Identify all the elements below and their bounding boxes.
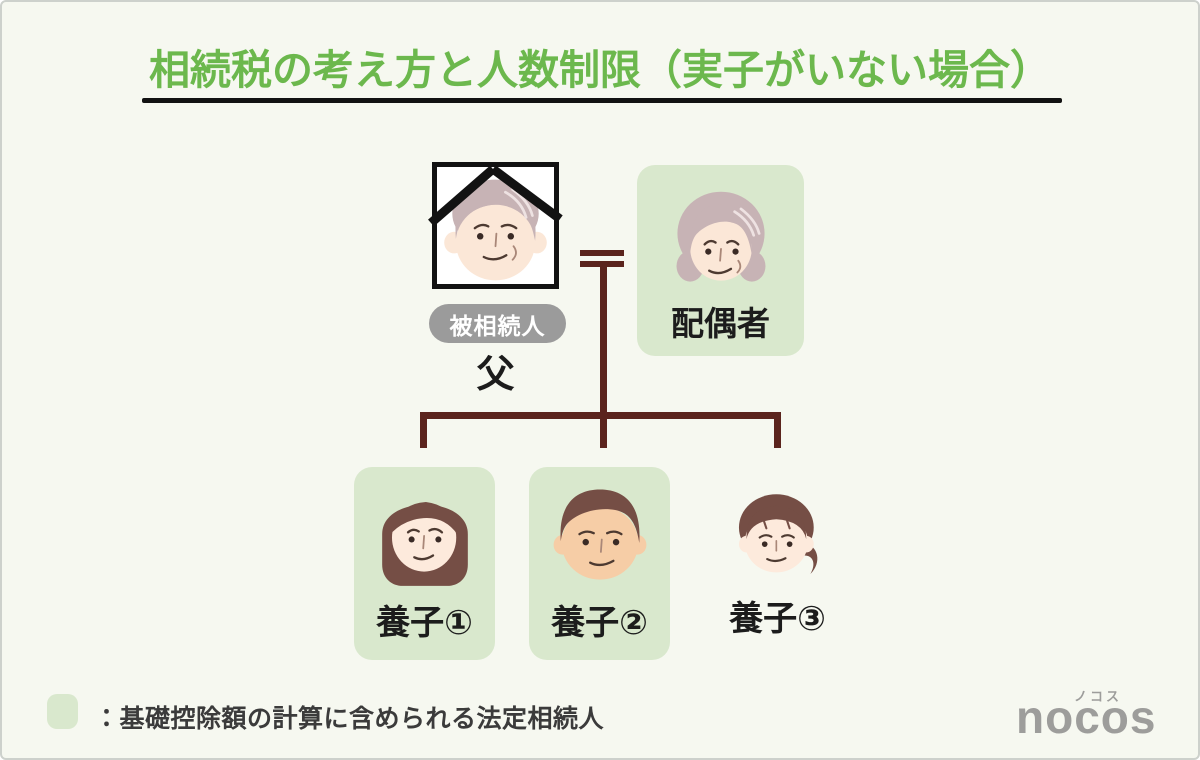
legend-green-swatch: [47, 694, 78, 729]
legend-text: ：基礎控除額の計算に含められる法定相続人: [94, 705, 605, 733]
adopted-child-2-card: 養子②: [529, 467, 670, 660]
adopted-child-1-card: 養子①: [354, 467, 495, 660]
page-title: 相続税の考え方と人数制限（実子がいない場合）: [149, 47, 1051, 93]
marriage-line-bottom: [580, 261, 624, 267]
adopted-child-2-face-icon: [553, 489, 646, 580]
sibling-line: [420, 412, 781, 419]
adopted-child-3-label: 養子③: [729, 600, 826, 638]
child3-drop-line: [774, 412, 781, 448]
marriage-line-top: [580, 250, 624, 256]
adopted-child-1-label: 養子①: [376, 604, 473, 642]
logo-kana: ノコス: [1074, 689, 1123, 704]
spouse-face-icon: [676, 191, 765, 282]
father-memorial-photo: [428, 162, 563, 289]
adopted-child-3-card: 養子③: [700, 467, 855, 660]
memorial-ribbon-icon: [428, 165, 563, 227]
adopted-child-2-label: 養子②: [551, 604, 648, 642]
father-label: 父: [476, 354, 515, 396]
descent-line: [600, 267, 607, 448]
child1-drop-line: [420, 412, 427, 448]
adopted-child-1-face-icon: [381, 501, 468, 586]
adopted-child-3-face-icon: [738, 494, 817, 575]
decedent-badge: 被相続人: [429, 304, 566, 343]
spouse-card: 配偶者: [637, 165, 804, 356]
father-face-icon: [444, 179, 547, 281]
nocos-logo: nocos: [1016, 691, 1157, 743]
spouse-label: 配偶者: [671, 305, 770, 342]
decedent-badge-label: 被相続人: [449, 312, 546, 339]
title-underline: [142, 98, 1062, 103]
